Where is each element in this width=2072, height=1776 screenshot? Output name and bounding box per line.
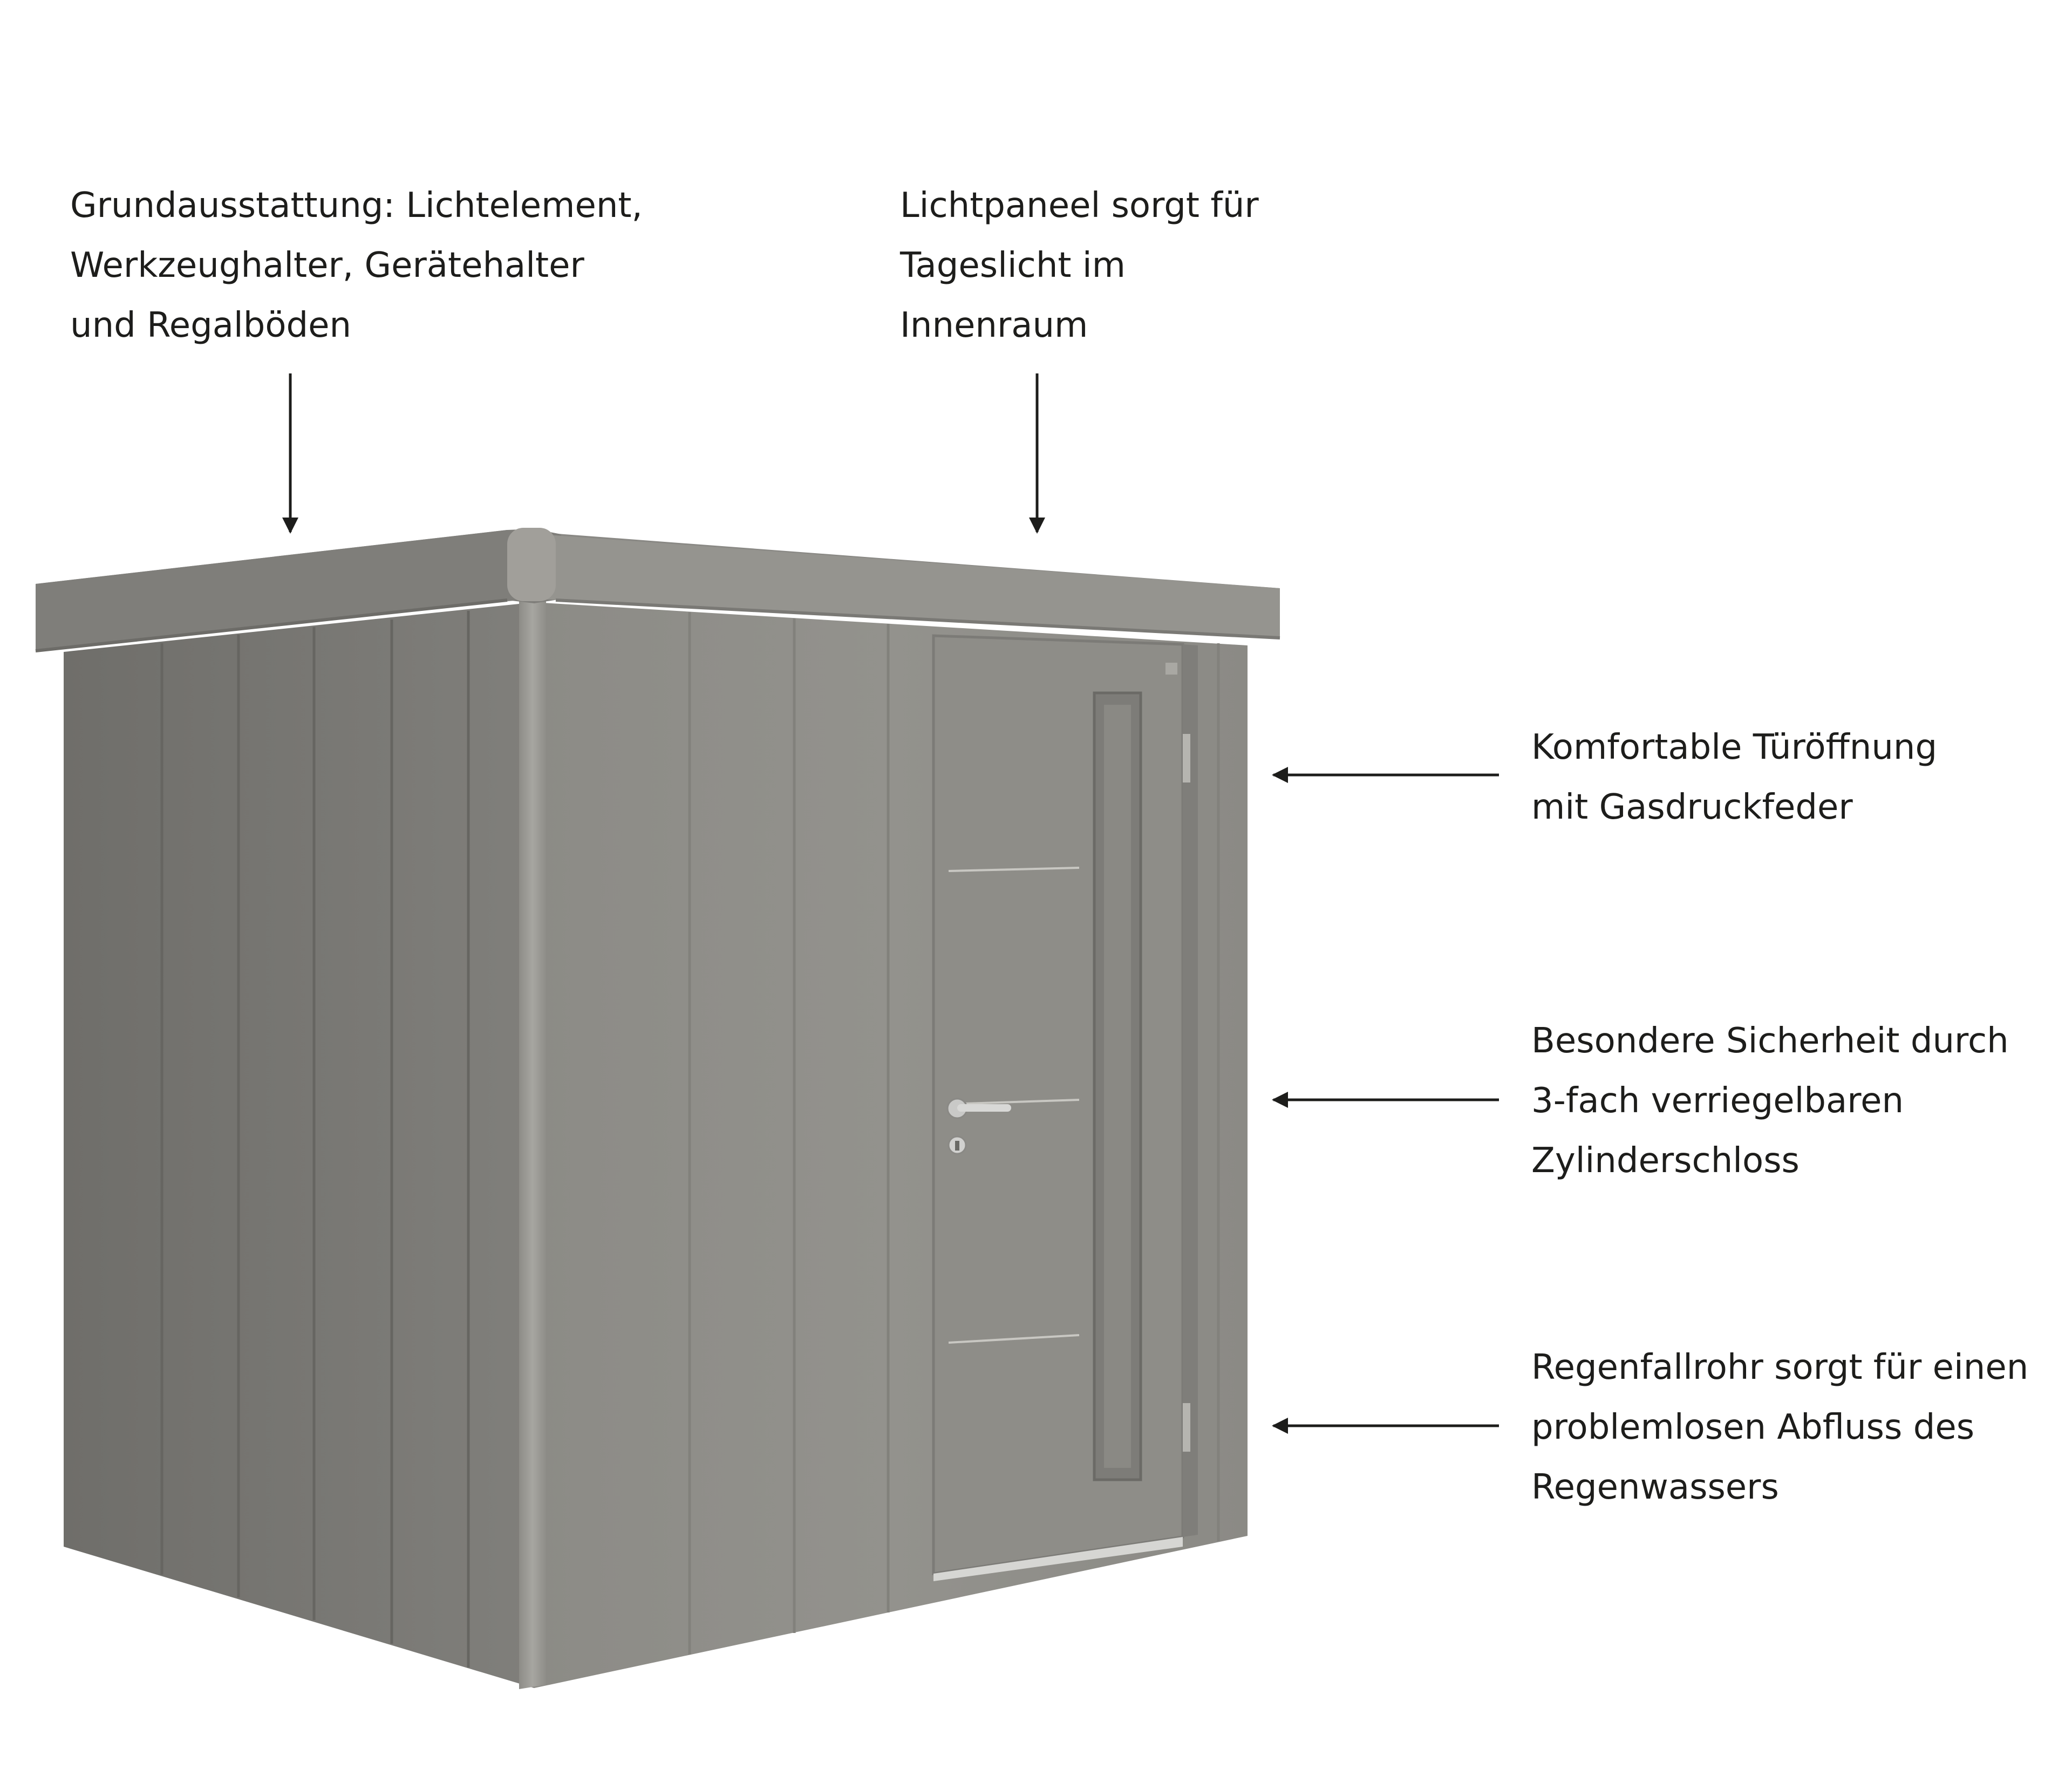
annotation-equipment: Grundausstattung: Lichtelement, Werkzeug…: [70, 176, 643, 356]
annotation-door-opening-line-2: mit Gasdruckfeder: [1531, 787, 1853, 827]
annotation-light-panel-line-3: Innenraum: [900, 305, 1088, 345]
shed-side-wall: [64, 602, 534, 1688]
annotation-downpipe: Regenfallrohr sorgt für einen problemlos…: [1531, 1338, 2028, 1518]
door-hinge-bottom: [1183, 1403, 1190, 1452]
shed-door: [932, 634, 1198, 1581]
annotation-downpipe-line-2: problemlosen Abfluss des: [1531, 1407, 1975, 1447]
annotation-equipment-line-2: Werkzeughalter, Gerätehalter: [70, 246, 584, 285]
annotation-door-opening: Komfortable Türöffnung mit Gasdruckfeder: [1531, 718, 1937, 838]
annotation-light-panel: Lichtpaneel sorgt für Tageslicht im Inne…: [900, 176, 1259, 356]
annotation-security-line-2: 3-fach verriegelbaren: [1531, 1081, 1904, 1121]
annotation-security-line-1: Besondere Sicherheit durch: [1531, 1021, 2009, 1061]
annotation-security: Besondere Sicherheit durch 3-fach verrie…: [1531, 1011, 2009, 1191]
annotation-downpipe-line-1: Regenfallrohr sorgt für einen: [1531, 1348, 2029, 1387]
door-hinge-top: [1183, 734, 1190, 782]
shed-corner-profile: [519, 594, 546, 1689]
annotation-downpipe-line-3: Regenwassers: [1531, 1467, 1779, 1507]
annotation-door-opening-line-1: Komfortable Türöffnung: [1531, 727, 1938, 767]
annotation-light-panel-line-1: Lichtpaneel sorgt für: [900, 186, 1259, 226]
door-handle: [957, 1104, 1011, 1112]
shed-roof: [35, 528, 1280, 652]
annotation-equipment-line-3: und Regalböden: [70, 305, 352, 345]
annotation-equipment-line-1: Grundausstattung: Lichtelement,: [70, 186, 643, 226]
annotation-light-panel-line-2: Tageslicht im: [900, 246, 1126, 285]
annotation-security-line-3: Zylinderschloss: [1531, 1141, 1800, 1181]
door-threshold: [933, 1537, 1183, 1581]
